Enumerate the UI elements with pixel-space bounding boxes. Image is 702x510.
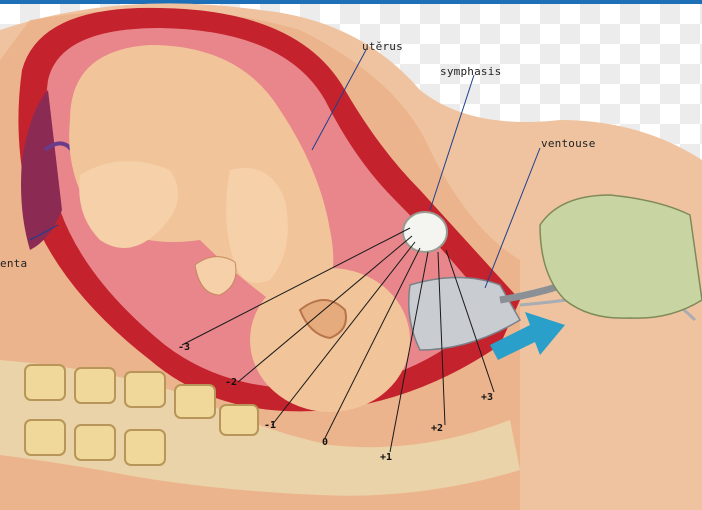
station-label: -3 (178, 342, 190, 353)
station-label: -1 (264, 420, 276, 431)
station-label: -2 (225, 377, 237, 388)
station-label: +1 (380, 452, 392, 463)
symphysis-pubis (403, 212, 447, 252)
station-label: 0 (322, 437, 328, 448)
gloved-hand (540, 195, 702, 318)
label-placenta: enta (0, 257, 27, 270)
label-ventouse: ventouse (541, 137, 596, 150)
fetus-head (250, 268, 410, 412)
station-label: +3 (481, 392, 493, 403)
label-symphasis: symphasis (440, 65, 501, 78)
station-label: +2 (431, 423, 443, 434)
label-uterus: utĕrus (362, 40, 403, 53)
